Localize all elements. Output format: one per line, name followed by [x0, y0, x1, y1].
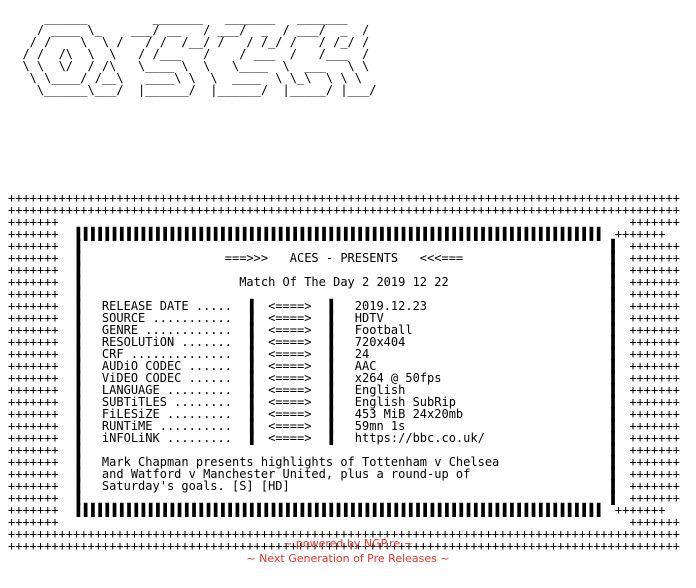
nfo-text: ______ _______ _______ _______ / ____ \_… [8, 11, 680, 553]
footer-tagline: ~ Next Generation of Pre Releases ~ [246, 552, 450, 565]
footer: ~ powered by NGP.re ~ ~ Next Generation … [0, 536, 696, 566]
footer-powered-by: ~ powered by NGP.re ~ [283, 537, 413, 550]
